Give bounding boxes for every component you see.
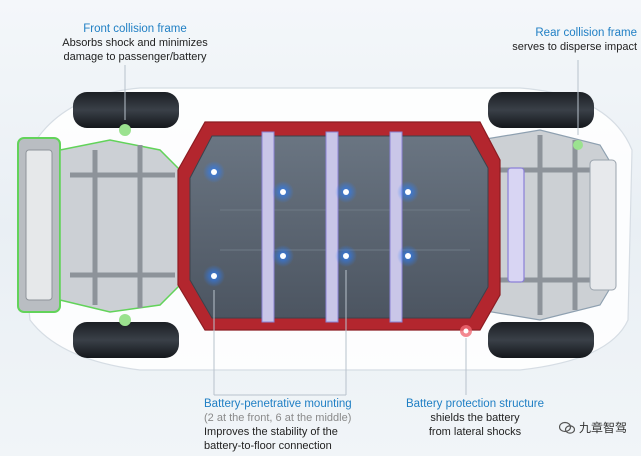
battery-protection-line1: shields the battery (430, 412, 520, 424)
front-collision-frame (17, 124, 186, 326)
watermark: 九章智驾 (558, 419, 627, 436)
battery-protection-line2: from lateral shocks (428, 426, 522, 438)
battery-dividers (261, 131, 403, 323)
rear-collision-caption: Rear collision frame serves to disperse … (487, 26, 637, 54)
front-collision-line2: damage to passenger/battery (63, 51, 207, 63)
wechat-icon (558, 421, 575, 434)
rear-collision-frame (479, 129, 617, 321)
front-collision-caption: Front collision frame Absorbs shock and … (50, 22, 220, 64)
rear-collision-title: Rear collision frame (535, 27, 637, 39)
battery-mount-points (203, 161, 419, 287)
watermark-text: 九章智驾 (578, 421, 627, 435)
battery-mounting-line2: battery-to-floor connection (204, 440, 332, 452)
battery-mounting-note: (2 at the front, 6 at the middle) (204, 412, 352, 424)
battery-protection-title: Battery protection structure (405, 398, 545, 410)
battery-mounting-title: Battery-penetrative mounting (204, 398, 352, 410)
front-collision-title: Front collision frame (83, 23, 187, 35)
rear-right-tire (488, 322, 594, 358)
battery-pack (189, 135, 489, 319)
battery-mounting-line1: Improves the stability of the (204, 426, 338, 438)
rear-left-tire (488, 92, 594, 128)
rear-collision-line1: serves to disperse impact (512, 41, 637, 53)
front-left-tire (73, 92, 179, 128)
battery-protection-caption: Battery protection structure shields the… (395, 397, 555, 439)
leader-lines (124, 60, 579, 396)
battery-mounting-caption: Battery-penetrative mounting (2 at the f… (204, 397, 374, 453)
front-collision-line1: Absorbs shock and minimizes (62, 37, 208, 49)
front-right-tire (73, 322, 179, 358)
